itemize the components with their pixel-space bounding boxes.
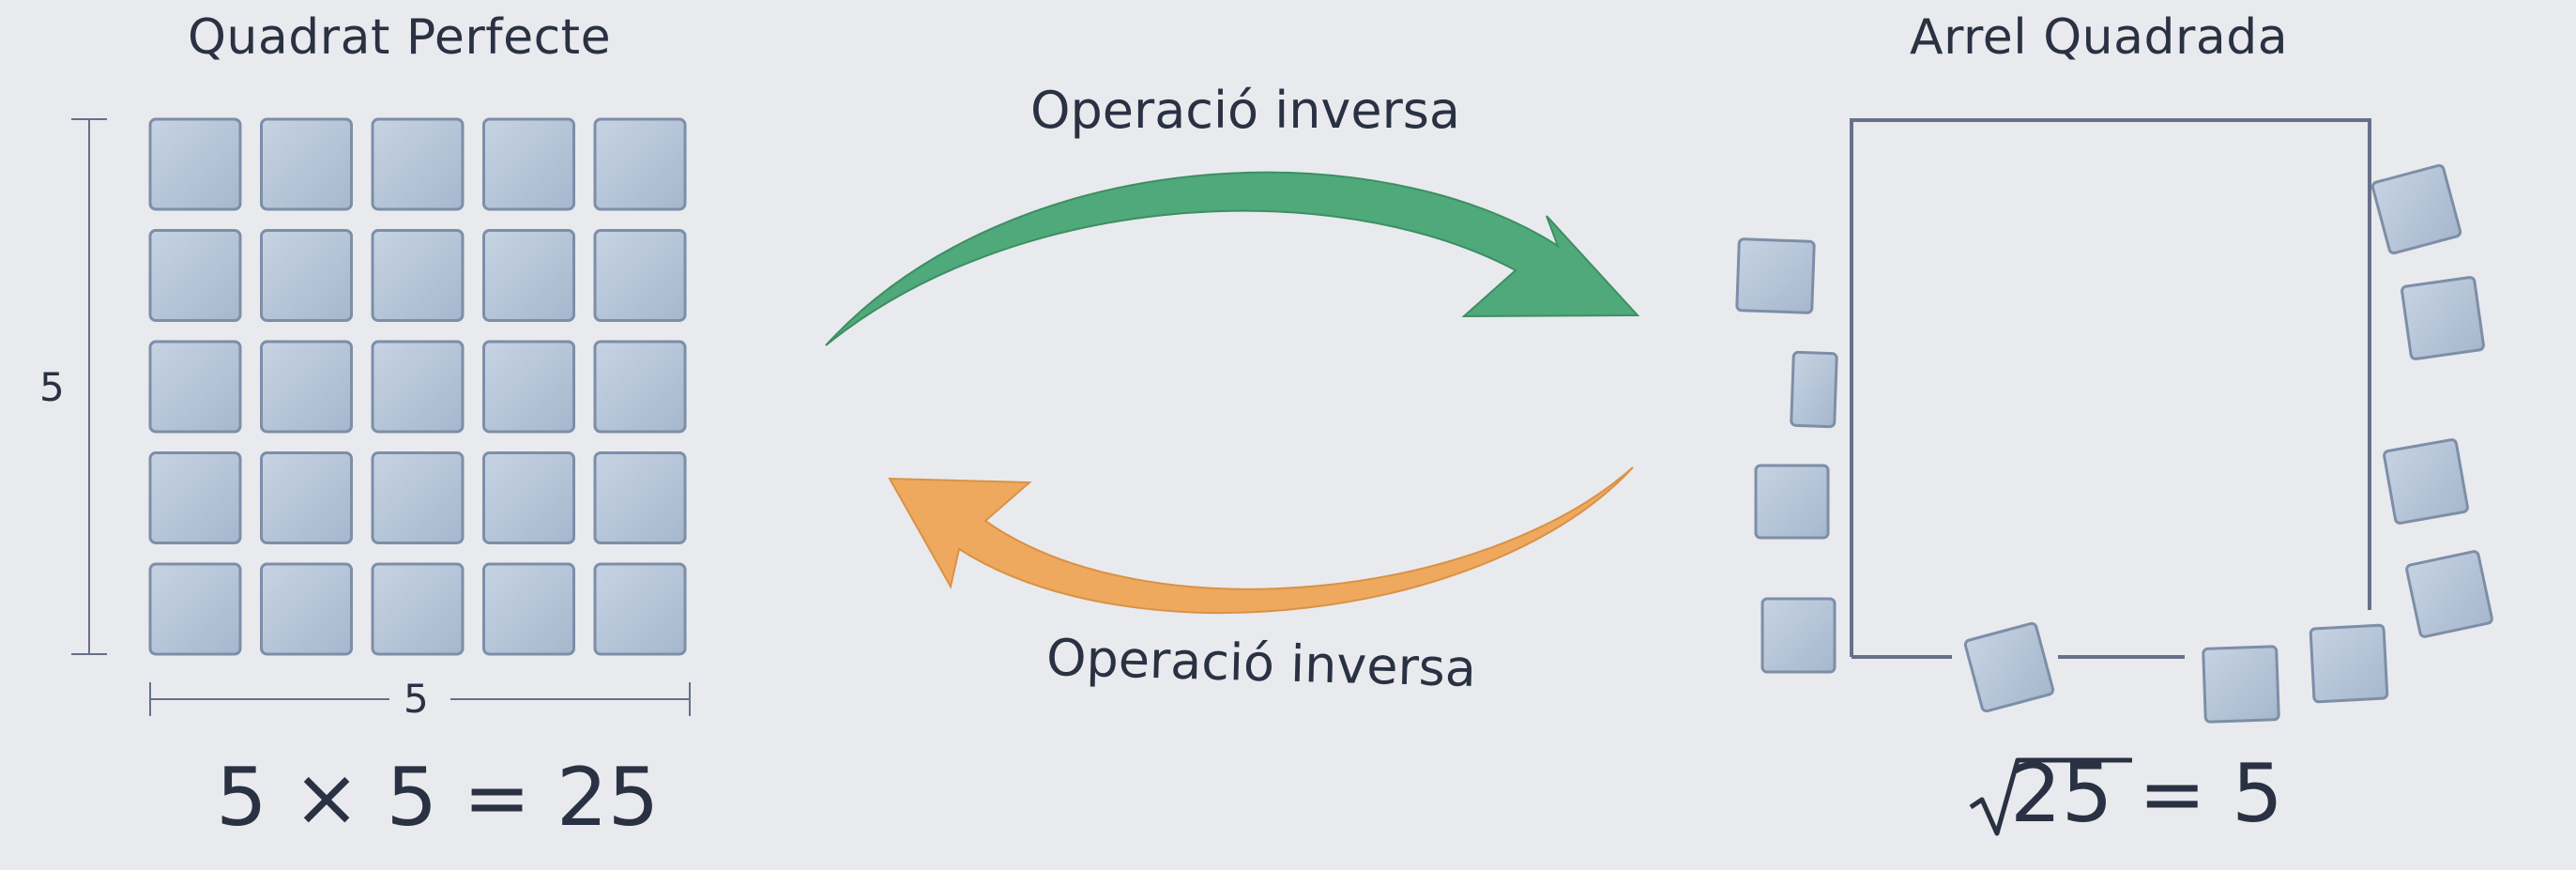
- grid-tile: [260, 229, 353, 322]
- inverse-operation-arrow-top: [825, 171, 1640, 346]
- grid-tile: [260, 451, 353, 544]
- scattered-tile: [1790, 350, 1838, 429]
- grid-tile: [593, 340, 687, 434]
- open-square-outline: [1850, 118, 2371, 659]
- scattered-tile: [1761, 597, 1837, 674]
- inverse-operation-arrow-bottom: [888, 466, 1634, 614]
- root-result: = 5: [2112, 747, 2283, 841]
- square-root-title: Arrel Quadrada: [1910, 9, 2289, 66]
- square-root-equation: 25 = 5: [1961, 747, 2283, 841]
- grid-tile: [593, 451, 687, 544]
- horizontal-dimension-line: [149, 682, 691, 716]
- grid-tile: [593, 229, 687, 322]
- scattered-tile: [1735, 237, 1816, 314]
- scattered-tile: [2370, 163, 2462, 255]
- multiplication-equation: 5 × 5 = 25: [216, 751, 660, 845]
- grid-tile: [260, 340, 353, 434]
- grid-tile: [482, 229, 575, 322]
- radical-sign: [1969, 757, 2132, 836]
- radicand: 25: [2010, 747, 2113, 841]
- grid-tile: [148, 562, 242, 656]
- grid-tile: [593, 117, 687, 211]
- scattered-tile: [2309, 623, 2389, 704]
- horizontal-side-label: 5: [404, 676, 429, 722]
- grid-tile: [148, 340, 242, 434]
- grid-tile: [260, 562, 353, 656]
- perfect-square-title: Quadrat Perfecte: [188, 9, 612, 66]
- grid-tile: [482, 451, 575, 544]
- scattered-tile: [2383, 438, 2469, 525]
- grid-tile: [482, 340, 575, 434]
- scattered-tile: [1754, 464, 1830, 540]
- tile-grid: [148, 117, 687, 656]
- bottom-arrow-label: Operació inversa: [1045, 628, 1477, 698]
- grid-tile: [371, 451, 465, 544]
- vertical-dimension-line: [71, 118, 107, 655]
- vertical-side-label: 5: [39, 364, 65, 410]
- grid-tile: [371, 229, 465, 322]
- grid-tile: [371, 562, 465, 656]
- grid-tile: [482, 117, 575, 211]
- top-arrow-label: Operació inversa: [1030, 81, 1461, 140]
- grid-tile: [593, 562, 687, 656]
- grid-tile: [371, 340, 465, 434]
- grid-tile: [482, 562, 575, 656]
- grid-tile: [371, 117, 465, 211]
- grid-tile: [148, 117, 242, 211]
- scattered-tile: [1963, 621, 2055, 713]
- scattered-tile: [2401, 276, 2485, 360]
- grid-tile: [148, 451, 242, 544]
- grid-tile: [148, 229, 242, 322]
- scattered-tile: [2405, 550, 2493, 638]
- scattered-tile: [2202, 645, 2280, 724]
- scattered-tiles: [1735, 163, 2493, 724]
- grid-tile: [260, 117, 353, 211]
